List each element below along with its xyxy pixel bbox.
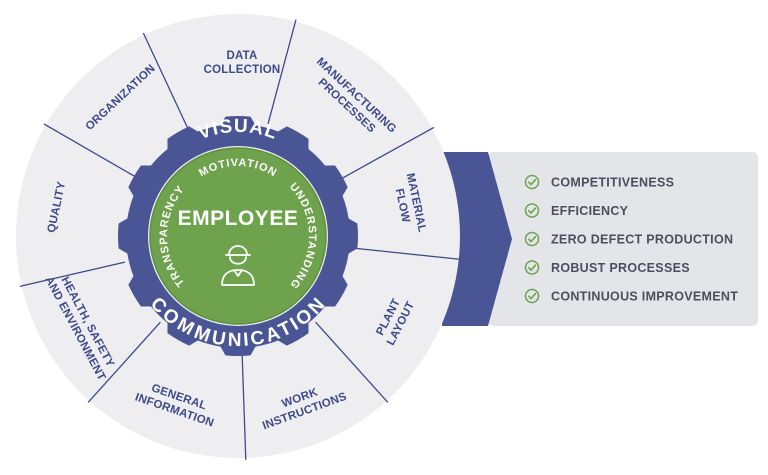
benefits-list: COMPETITIVENESS EFFICIENCY ZERO DEFECT PRO…: [524, 174, 738, 304]
segment-label: DATA COLLECTION: [204, 50, 281, 76]
segment-divider: [19, 261, 126, 288]
benefit-label: CONTINUOUS IMPROVEMENT: [551, 290, 738, 304]
segment-divider: [353, 247, 461, 261]
check-circle-icon: [524, 231, 540, 247]
segment-divider: [43, 123, 138, 179]
benefit-item: EFFICIENCY: [524, 203, 629, 218]
segment-divider: [87, 321, 161, 403]
check-circle-icon: [524, 203, 540, 218]
benefit-item: ZERO DEFECT PRODUCTION: [524, 231, 733, 247]
employee-person-icon: [221, 245, 255, 286]
benefit-label: EFFICIENCY: [551, 204, 629, 218]
segment-divider: [142, 32, 190, 132]
segment-divider: [315, 321, 389, 403]
employee-core-rim: [149, 147, 327, 325]
segment-divider: [241, 351, 247, 460]
benefit-label: ROBUST PROCESSES: [551, 261, 690, 275]
check-circle-icon: [524, 260, 540, 275]
segment-label-line: DATA: [226, 50, 257, 62]
check-circle-icon: [524, 174, 540, 190]
check-circle-icon: [524, 288, 540, 304]
benefit-item: COMPETITIVENESS: [524, 174, 674, 190]
arrow-connector: [442, 152, 512, 326]
benefit-item: CONTINUOUS IMPROVEMENT: [524, 288, 738, 304]
benefits-panel: [488, 152, 758, 326]
benefit-label: COMPETITIVENESS: [551, 176, 674, 190]
segment-divider: [339, 126, 435, 181]
benefit-label: ZERO DEFECT PRODUCTION: [551, 233, 733, 247]
benefit-item: ROBUST PROCESSES: [524, 260, 690, 275]
segment-label-line: COLLECTION: [204, 64, 281, 76]
employee-title: EMPLOYEE: [178, 207, 299, 230]
segment-divider: [267, 19, 297, 125]
employee-core: [150, 148, 326, 324]
